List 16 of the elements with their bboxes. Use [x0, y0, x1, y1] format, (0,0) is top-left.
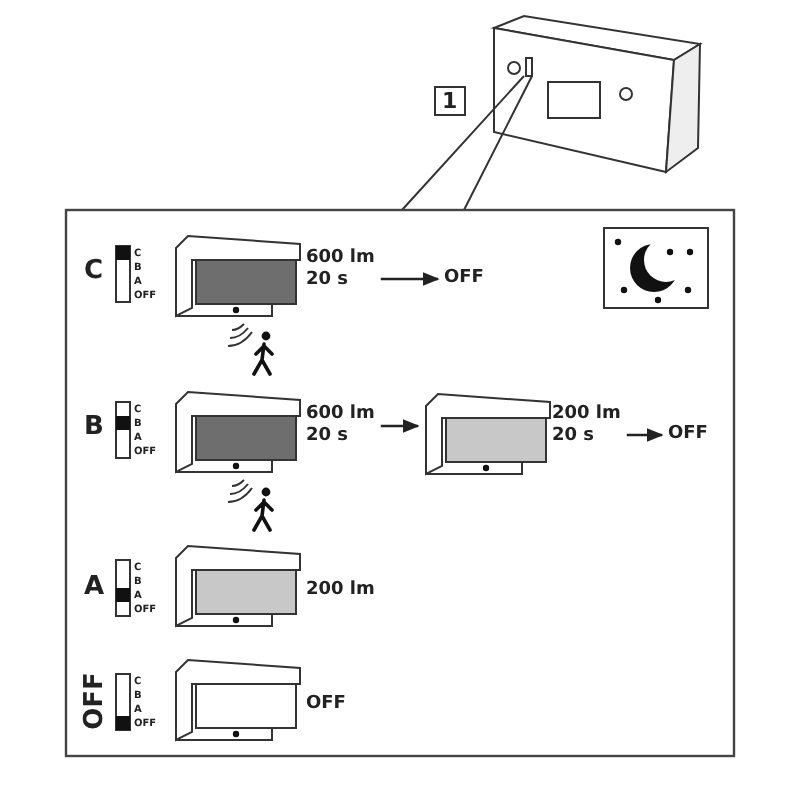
wall-lamp-drawing	[424, 392, 552, 480]
arrow	[380, 272, 440, 286]
value-text: 200 lm 20 s	[552, 404, 628, 448]
value-text: 200 lm	[306, 580, 375, 602]
arrow	[626, 428, 664, 442]
arrow	[380, 419, 420, 433]
value-text: 600 lm 20 s	[306, 404, 382, 448]
callout-number: 1	[434, 86, 466, 116]
mode-letter: A	[84, 572, 105, 602]
mode-letter: C	[84, 256, 104, 286]
value-text: 600 lm 20 s	[306, 248, 382, 292]
value-text: OFF	[306, 694, 346, 716]
mode-letter: OFF	[79, 672, 110, 730]
mode-letter: B	[84, 412, 104, 442]
value-text: OFF	[668, 424, 708, 446]
value-text: OFF	[444, 268, 484, 290]
